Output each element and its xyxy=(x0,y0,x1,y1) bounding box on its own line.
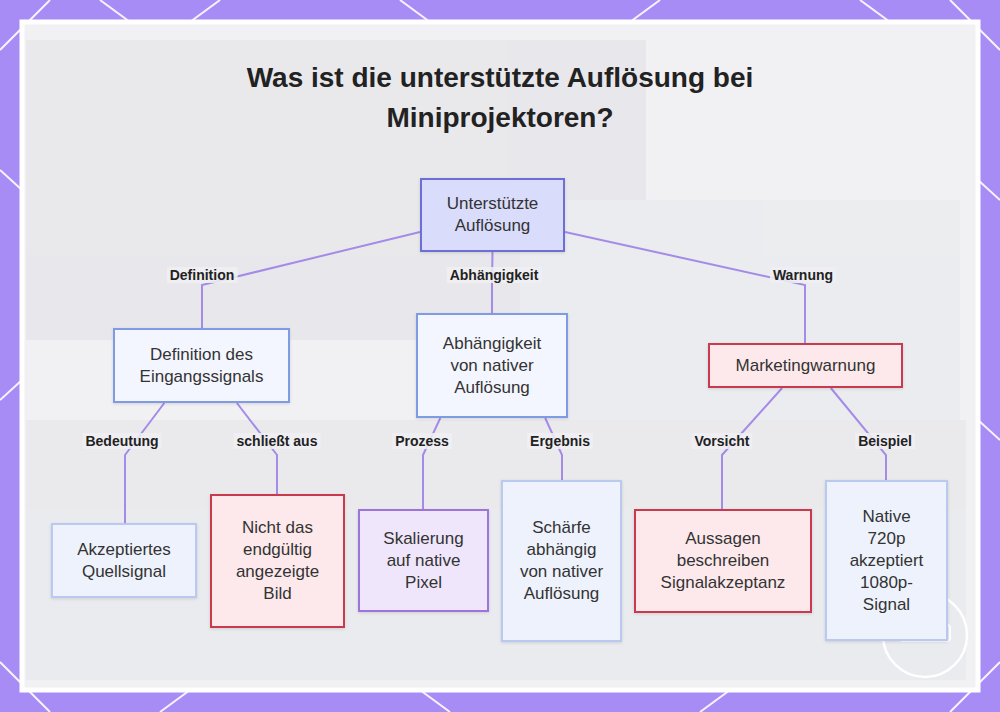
tree-connector xyxy=(545,418,562,480)
edge-label: schließt aus xyxy=(234,433,321,449)
concept-box: Abhängigkeit von nativer Auflösung xyxy=(416,313,568,418)
node-text: Unterstützte Auflösung xyxy=(432,193,553,237)
concept-box: Unterstützte Auflösung xyxy=(420,178,565,252)
edge-label: Beispiel xyxy=(855,433,915,449)
edge-label: Prozess xyxy=(392,433,452,449)
edge-label: Warnung xyxy=(770,267,836,283)
edge-label: Vorsicht xyxy=(692,433,753,449)
node-text: Marketingwarnung xyxy=(736,355,876,377)
concept-box: Skalierung auf native Pixel xyxy=(358,509,489,612)
concept-box: Akzeptiertes Quellsignal xyxy=(51,523,197,598)
node-text: Nicht das endgültig angezeigte Bild xyxy=(226,517,329,605)
diagram-title: Was ist die unterstützte Auflösung bei M… xyxy=(200,58,800,138)
node-text: Native 720p akzeptiert 1080p-Signal xyxy=(847,506,926,616)
tree-connector xyxy=(125,403,164,523)
tree-connector xyxy=(565,232,805,343)
edge-label: Bedeutung xyxy=(82,433,161,449)
node-text: Definition des Eingangssignals xyxy=(127,344,276,388)
concept-box: Nicht das endgültig angezeigte Bild xyxy=(210,494,345,628)
node-text: Akzeptiertes Quellsignal xyxy=(63,539,185,583)
concept-box: Definition des Eingangssignals xyxy=(113,328,290,403)
edge-label: Definition xyxy=(167,267,238,283)
node-text: Aussagen beschreiben Signalakzeptanz xyxy=(656,528,790,594)
concept-box: Aussagen beschreiben Signalakzeptanz xyxy=(634,509,812,613)
concept-box: Native 720p akzeptiert 1080p-Signal xyxy=(825,480,948,641)
node-text: Skalierung auf native Pixel xyxy=(374,528,473,594)
concept-box: Marketingwarnung xyxy=(708,343,903,388)
node-text: Abhängigkeit von nativer Auflösung xyxy=(432,333,552,399)
tree-connector xyxy=(423,418,440,509)
concept-box: Schärfe abhängig von nativer Auflösung xyxy=(501,480,622,642)
edge-label: Abhängigkeit xyxy=(447,267,542,283)
edge-label: Ergebnis xyxy=(527,433,593,449)
node-text: Schärfe abhängig von nativer Auflösung xyxy=(519,517,604,605)
